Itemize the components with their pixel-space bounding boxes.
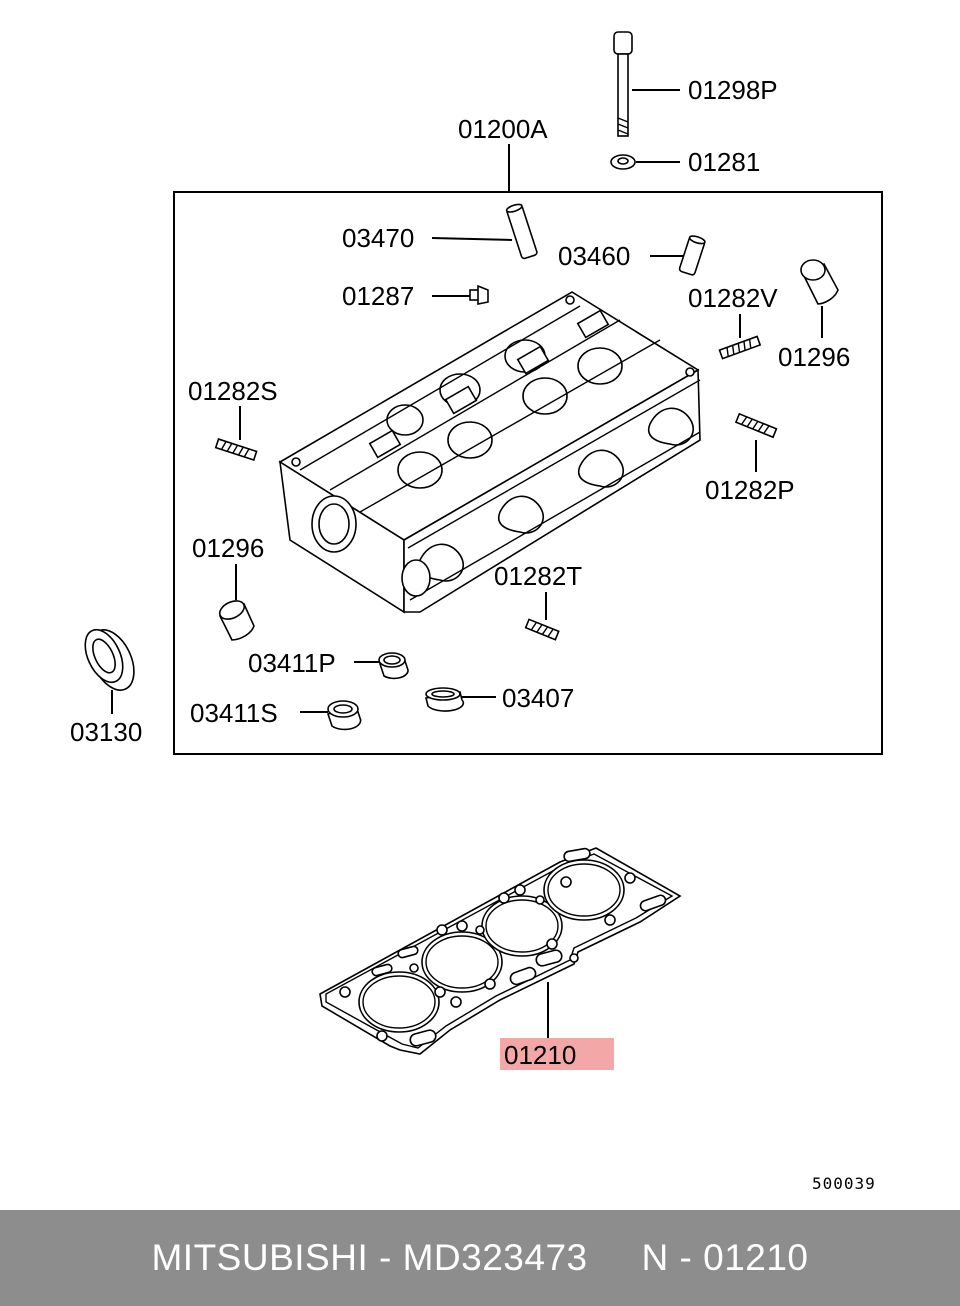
head-gasket-01210[interactable] [319, 847, 682, 1055]
label-03407[interactable]: 03407 [502, 683, 574, 713]
seal-03407[interactable] [425, 687, 465, 712]
seal-03411S[interactable] [326, 700, 362, 731]
parts-diagram: 01298P 01281 01200A 03470 03460 01287 01… [70, 31, 883, 1193]
stud-01282P[interactable] [734, 412, 778, 439]
cap-01296-bottom[interactable] [217, 597, 255, 641]
label-01282S[interactable]: 01282S [188, 376, 278, 406]
footer-bar: MITSUBISHI - MD323473 N - 01210 [0, 1210, 960, 1306]
bolt-01298P[interactable] [613, 31, 633, 137]
label-03470[interactable]: 03470 [342, 223, 414, 253]
label-01282P[interactable]: 01282P [705, 475, 795, 505]
label-01296-bottom[interactable]: 01296 [192, 533, 264, 563]
highlight-01210 [500, 1038, 614, 1070]
cap-01296-top[interactable] [800, 259, 839, 305]
cylinder-head-body[interactable] [278, 291, 701, 614]
label-03130[interactable]: 03130 [70, 717, 142, 747]
stud-01282V[interactable] [718, 335, 762, 360]
washer-01281[interactable] [610, 154, 636, 170]
label-01287[interactable]: 01287 [342, 281, 414, 311]
label-03411S[interactable]: 03411S [190, 698, 278, 728]
dowel-03470[interactable] [505, 203, 538, 260]
leader-03470 [431, 237, 513, 241]
label-01282T[interactable]: 01282T [494, 561, 582, 591]
diagram-code: 500039 [812, 1174, 876, 1193]
dowel-03460[interactable] [678, 235, 706, 276]
label-03460[interactable]: 03460 [558, 241, 630, 271]
stud-01282T[interactable] [524, 618, 560, 641]
assembly-frame [173, 191, 883, 755]
label-01200A[interactable]: 01200A [458, 114, 548, 144]
label-03411P[interactable]: 03411P [248, 648, 336, 678]
label-01281[interactable]: 01281 [688, 147, 760, 177]
plug-01287[interactable] [469, 284, 489, 305]
stud-01282S[interactable] [214, 438, 258, 461]
label-01282V[interactable]: 01282V [688, 283, 778, 313]
label-01296-top[interactable]: 01296 [778, 342, 850, 372]
label-01298P[interactable]: 01298P [688, 75, 778, 105]
footer-text: MITSUBISHI - MD323473 N - 01210 [151, 1237, 809, 1278]
label-01210[interactable]: 01210 [504, 1040, 576, 1070]
seal-03411P[interactable] [378, 652, 409, 680]
oil-seal-03130[interactable] [78, 623, 143, 697]
